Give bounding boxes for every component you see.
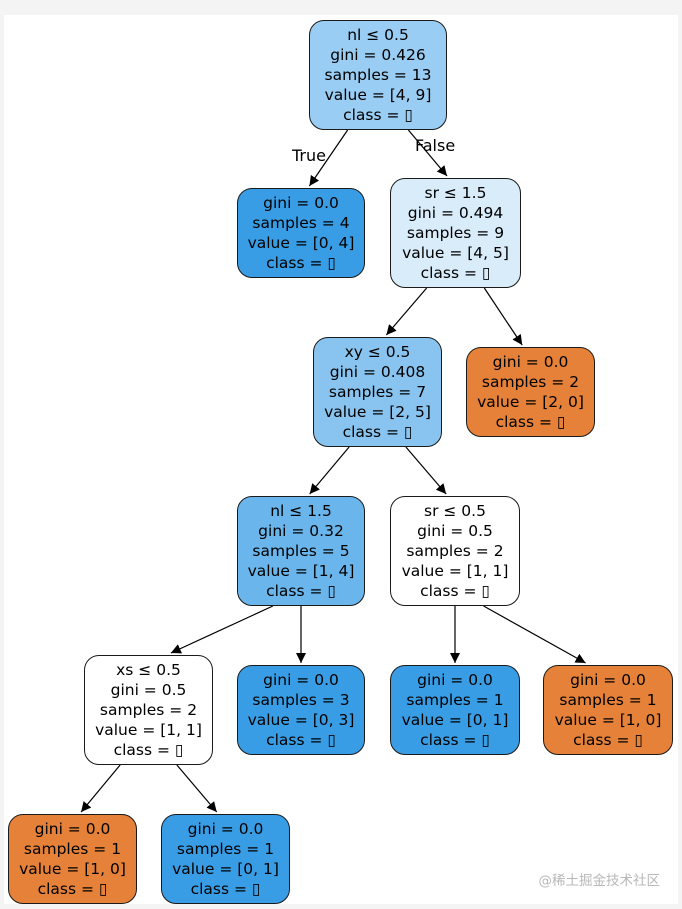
node-line: gini = 0.0 <box>34 820 111 838</box>
node-line: samples = 2 <box>481 373 580 391</box>
node-line: samples = 13 <box>324 66 432 84</box>
node-line: class = ▯ <box>266 582 336 600</box>
tree-node-n6: sr ≤ 0.5 gini = 0.5 samples = 2 value = [1,… <box>390 496 520 606</box>
node-line: gini = 0.0 <box>492 353 569 371</box>
edge-n5-n7 <box>170 605 274 654</box>
node-line: samples = 7 <box>328 383 427 401</box>
node-line: class = ▯ <box>495 413 566 431</box>
node-line: nl ≤ 0.5 <box>347 26 409 44</box>
node-line: class = ▯ <box>420 731 490 749</box>
tree-node-n10: gini = 0.0 samples = 1 value = [1, 0] class… <box>543 665 673 755</box>
edge-n2-n4 <box>483 287 523 346</box>
node-line: xs ≤ 0.5 <box>116 661 181 679</box>
node-line: xy ≤ 0.5 <box>344 343 411 361</box>
node-line: value = [2, 0] <box>477 393 584 411</box>
node-line: class = ▯ <box>420 582 490 600</box>
node-line: value = [1, 1] <box>95 721 202 739</box>
node-line: samples = 5 <box>252 542 350 560</box>
edge-n3-n5 <box>309 446 350 495</box>
node-line: class = ▯ <box>113 741 184 759</box>
node-line: value = [2, 5] <box>324 403 431 421</box>
node-line: value = [0, 4] <box>247 234 355 252</box>
tree-node-n11: gini = 0.0 samples = 1 value = [1, 0] class… <box>8 814 137 904</box>
edge-root-n1 <box>308 129 349 187</box>
node-line: class = ▯ <box>573 731 643 749</box>
tree-node-root: nl ≤ 0.5 gini = 0.426 samples = 13 value = … <box>309 20 447 130</box>
node-line: samples = 1 <box>406 691 504 709</box>
node-line: class = ▯ <box>37 880 108 898</box>
node-line: sr ≤ 1.5 <box>424 184 487 202</box>
node-line: class = ▯ <box>190 880 261 898</box>
tree-node-n8: gini = 0.0 samples = 3 value = [0, 3] class… <box>237 665 365 755</box>
node-line: class = ▯ <box>343 106 413 124</box>
node-line: gini = 0.0 <box>187 820 264 838</box>
edge-label-true: True <box>292 146 326 165</box>
tree-node-n1: gini = 0.0 samples = 4 value = [0, 4] class… <box>237 188 365 278</box>
tree-canvas: nl ≤ 0.5 gini = 0.426 samples = 13 value = … <box>4 15 678 904</box>
node-line: samples = 3 <box>252 691 350 709</box>
node-line: sr ≤ 0.5 <box>424 502 486 520</box>
node-line: samples = 1 <box>23 840 122 858</box>
watermark: @稀土掘金技术社区 <box>538 873 661 889</box>
edge-root-n2 <box>407 129 448 177</box>
node-line: value = [1, 1] <box>401 562 509 580</box>
tree-node-n5: nl ≤ 1.5 gini = 0.32 samples = 5 value = [1… <box>237 496 365 606</box>
edge-n2-n3 <box>385 287 428 336</box>
node-line: samples = 1 <box>559 691 657 709</box>
node-line: nl ≤ 1.5 <box>270 502 332 520</box>
node-line: gini = 0.426 <box>330 46 426 64</box>
node-line: samples = 2 <box>99 701 198 719</box>
node-line: gini = 0.5 <box>110 681 187 699</box>
node-line: gini = 0.0 <box>417 671 493 689</box>
node-line: value = [1, 0] <box>19 860 126 878</box>
node-line: value = [0, 1] <box>172 860 279 878</box>
node-line: gini = 0.5 <box>417 522 493 540</box>
node-line: gini = 0.0 <box>263 194 339 212</box>
node-line: class = ▯ <box>342 423 413 441</box>
tree-node-n2: sr ≤ 1.5 gini = 0.494 samples = 9 value = [… <box>390 178 521 288</box>
tree-node-n12: gini = 0.0 samples = 1 value = [0, 1] class… <box>161 814 290 904</box>
tree-node-n7: xs ≤ 0.5 gini = 0.5 samples = 2 value = [1,… <box>84 655 213 765</box>
edge-n3-n6 <box>405 446 447 495</box>
node-line: gini = 0.408 <box>329 363 426 381</box>
edge-layer <box>80 129 586 813</box>
tree-node-n3: xy ≤ 0.5 gini = 0.408 samples = 7 value = [… <box>313 337 442 447</box>
node-line: class = ▯ <box>266 731 336 749</box>
edge-n7-n11 <box>80 764 121 813</box>
node-line: gini = 0.32 <box>258 522 344 540</box>
node-line: value = [4, 9] <box>324 86 432 104</box>
edge-n6-n10 <box>483 605 586 664</box>
edge-label-false: False <box>415 136 456 155</box>
node-line: value = [0, 3] <box>247 711 355 729</box>
node-line: samples = 1 <box>176 840 275 858</box>
node-line: class = ▯ <box>420 264 491 282</box>
node-line: samples = 4 <box>252 214 350 232</box>
node-line: value = [1, 0] <box>554 711 662 729</box>
node-line: value = [4, 5] <box>402 244 509 262</box>
node-line: samples = 9 <box>406 224 505 242</box>
node-line: gini = 0.0 <box>570 671 646 689</box>
tree-node-n9: gini = 0.0 samples = 1 value = [0, 1] class… <box>390 665 520 755</box>
node-line: value = [1, 4] <box>247 562 355 580</box>
node-line: gini = 0.0 <box>263 671 339 689</box>
node-line: value = [0, 1] <box>401 711 509 729</box>
node-line: samples = 2 <box>406 542 504 560</box>
node-line: gini = 0.494 <box>407 204 504 222</box>
edge-n7-n12 <box>176 764 218 813</box>
node-line: class = ▯ <box>266 254 336 272</box>
tree-node-n4: gini = 0.0 samples = 2 value = [2, 0] class… <box>466 347 595 437</box>
